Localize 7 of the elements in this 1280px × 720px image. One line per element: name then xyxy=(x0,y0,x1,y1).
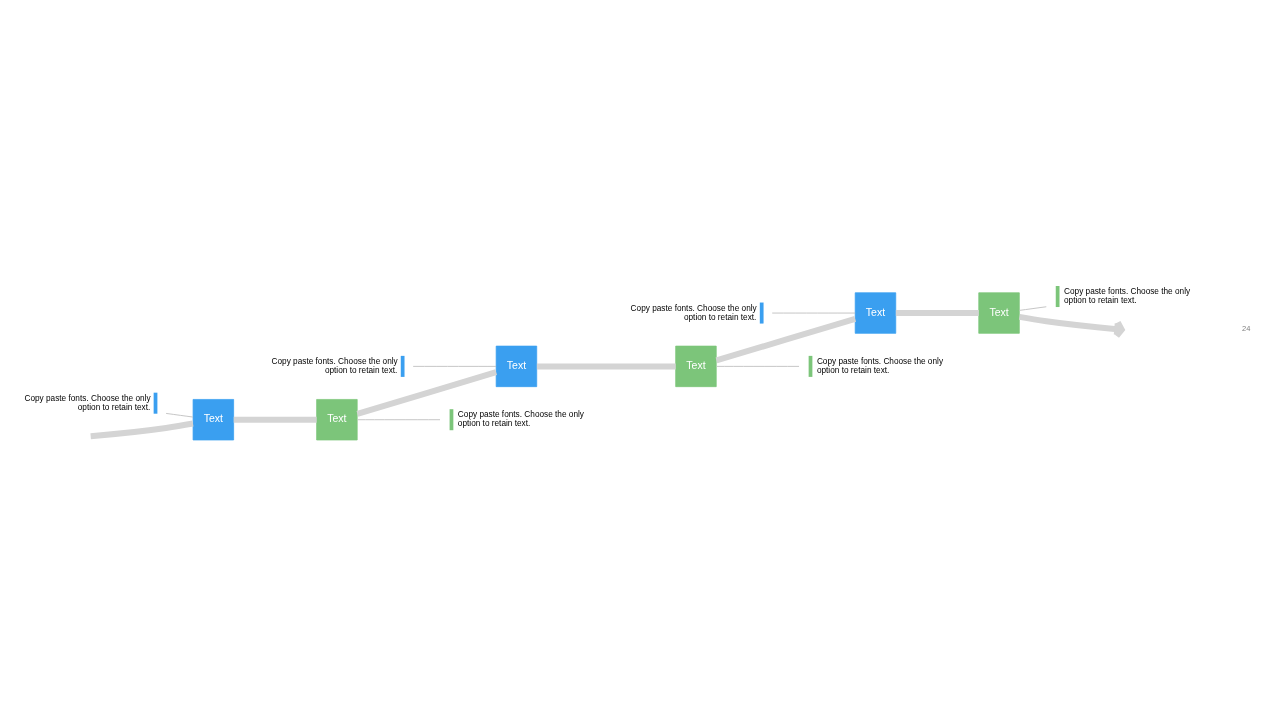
node-label: Copy paste fonts. Choose the only option to retain text. xyxy=(24,393,151,412)
node-label: Copy paste fonts. Choose the only option to retain text. xyxy=(457,410,584,429)
node-label: Copy paste fonts. Choose the only option to retain text. xyxy=(816,356,944,375)
node-label: Copy paste fonts. Choose the only option to retain text. xyxy=(271,356,398,375)
node-label: Copy paste fonts. Choose the only option to retain text. xyxy=(630,303,757,322)
node-label: Copy paste fonts. Choose the only option to retain text. xyxy=(1064,287,1191,306)
label: 24 xyxy=(1241,324,1251,334)
